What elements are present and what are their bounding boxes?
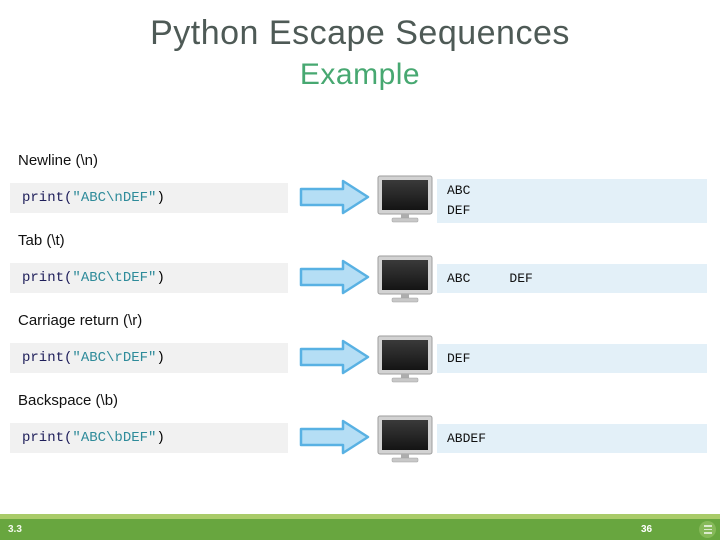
section-label: Newline (\n) [18,152,99,169]
monitor-icon [377,335,433,383]
monitor-icon [377,415,433,463]
monitor-icon [377,255,433,303]
footer-accent-strip [0,514,720,519]
code-box: print("ABC\nDEF") [10,183,288,213]
code-keyword: print( [22,190,73,206]
code-string: "ABC\nDEF" [72,190,157,206]
code-box: print("ABC\rDEF") [10,343,288,373]
monitor-icon [377,175,433,223]
output-box: DEF [437,344,707,373]
escape-row-carriage-return: Carriage return (\r) print("ABC\rDEF") D… [0,306,720,383]
code-close: ) [156,270,165,286]
right-arrow-icon [299,418,371,456]
right-arrow-icon [299,258,371,296]
section-label: Tab (\t) [18,232,65,249]
right-arrow-icon [299,178,371,216]
footer-bar: 3.3 36 [0,519,720,540]
section-label: Carriage return (\r) [18,312,143,329]
escape-row-tab: Tab (\t) print("ABC\tDEF") ABC DEF [0,226,720,303]
code-keyword: print( [22,270,73,286]
code-close: ) [156,190,165,206]
slide-menu-icon[interactable] [699,521,716,538]
output-text: ABC DEF [447,183,471,218]
code-string: "ABC\rDEF" [72,350,157,366]
escape-row-newline: Newline (\n) print("ABC\nDEF") ABC DEF [0,146,720,223]
footer-section-number: 3.3 [8,524,22,535]
slide-subtitle: Example [299,58,421,91]
code-keyword: print( [22,430,73,446]
code-string: "ABC\bDEF" [72,430,157,446]
output-box: ABDEF [437,424,707,453]
code-close: ) [156,430,165,446]
code-string: "ABC\tDEF" [72,270,157,286]
code-keyword: print( [22,350,73,366]
output-text: ABDEF [447,430,487,446]
output-text: ABC DEF [447,270,533,286]
section-label: Backspace (\b) [18,392,119,409]
code-box: print("ABC\tDEF") [10,263,288,293]
code-box: print("ABC\bDEF") [10,423,288,453]
footer-page-number: 36 [641,524,653,535]
output-box: ABC DEF [437,264,707,293]
slide-title: Python Escape Sequences [150,14,570,52]
code-close: ) [156,350,165,366]
right-arrow-icon [299,338,371,376]
escape-row-backspace: Backspace (\b) print("ABC\bDEF") ABDEF [0,386,720,463]
output-box: ABC DEF [437,179,707,223]
output-text: DEF [447,350,471,366]
